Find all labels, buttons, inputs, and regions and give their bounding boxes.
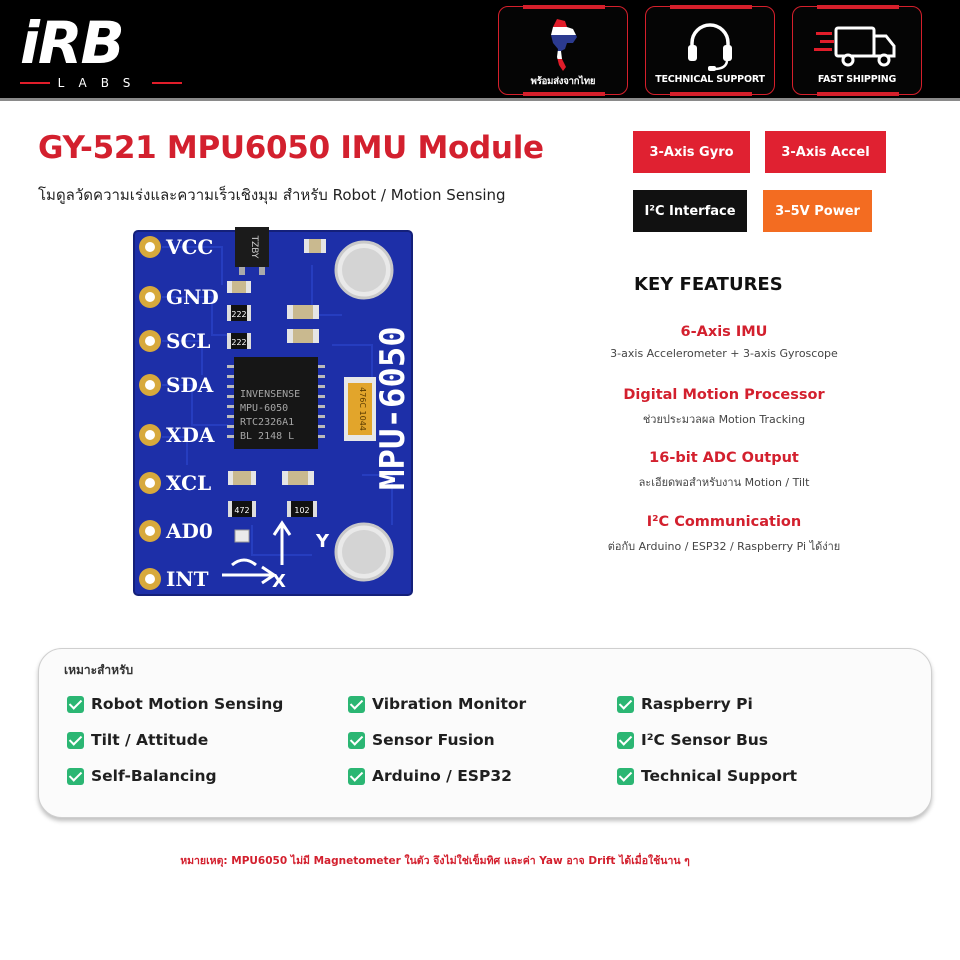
feature-heading: 16-bit ADC Output [649, 450, 799, 466]
badge-accent-bottom [523, 92, 605, 96]
logo-wordmark: iRB [20, 9, 125, 77]
capacitor-marking: 476C 1044 [358, 387, 367, 431]
mpu6050-chip: INVENSENSE MPU-6050 RTC2326A1 BL 2148 L [227, 357, 325, 449]
resistor-code: 472 [234, 506, 249, 515]
use-case-label: Arduino / ESP32 [372, 767, 512, 785]
thailand-map-icon [499, 17, 627, 73]
use-case-label: Robot Motion Sensing [91, 695, 284, 713]
badge-accent-bottom [817, 92, 899, 96]
feature-description: 3-axis Accelerometer + 3-axis Gyroscope [610, 347, 838, 360]
badge-accent-bottom [670, 92, 752, 96]
pin-label-gnd: GND [166, 285, 219, 309]
pin-label-vcc: VCC [165, 235, 213, 259]
use-case-item: Arduino / ESP32 [348, 767, 512, 785]
use-case-label: Sensor Fusion [372, 731, 495, 749]
use-case-item: Raspberry Pi [617, 695, 753, 713]
use-case-item: Tilt / Attitude [67, 731, 208, 749]
checkmark-icon [348, 767, 365, 785]
logo-rule-left [20, 82, 50, 84]
use-case-label: Technical Support [641, 767, 798, 785]
use-case-label: Raspberry Pi [641, 695, 753, 713]
feature-description: ช่วยประมวลผล Motion Tracking [642, 413, 806, 426]
feature-item: 16-bit ADC Output ละเอียดพอสำหรับงาน Mot… [590, 450, 858, 491]
use-case-item: Sensor Fusion [348, 731, 495, 749]
silkscreen-model-label: MPU-6050 [373, 326, 413, 490]
footnote-warning: หมายเหตุ: MPU6050 ไม่มี Magnetometer ในต… [180, 855, 690, 867]
mpu6050-board-image: VCC GND SCL SDA XDA XCL AD0 INT TZBY [132, 225, 414, 597]
badge-fast-shipping: FAST SHIPPING [792, 5, 922, 96]
badge-accent-top [523, 5, 605, 9]
badge-ships-from-thailand: พร้อมส่งจากไทย [498, 5, 628, 96]
suitable-for-heading: เหมาะสำหรับ [64, 663, 134, 677]
use-case-label: I²C Sensor Bus [641, 731, 769, 749]
resistor-code: 222 [231, 310, 246, 319]
resistor-code: 222 [231, 338, 246, 347]
tag-3-axis-gyro: 3-Axis Gyro [633, 131, 750, 173]
feature-item: Digital Motion Processor ช่วยประมวลผล Mo… [590, 387, 858, 428]
checkmark-icon [67, 695, 84, 713]
suitable-for-panel: เหมาะสำหรับ Robot Motion Sensing Vibrati… [38, 648, 932, 818]
pin-pads [139, 236, 161, 590]
checkmark-icon [67, 767, 84, 785]
chip-marking: INVENSENSE [240, 389, 300, 400]
chip-marking: BL 2148 L [240, 431, 294, 442]
badge-accent-top [817, 5, 899, 9]
resistor-code: 102 [294, 506, 309, 515]
checkmark-icon [617, 767, 634, 785]
pin-label-scl: SCL [166, 329, 210, 353]
checkmark-icon [348, 731, 365, 749]
feature-heading: Digital Motion Processor [623, 387, 825, 403]
use-case-item: Robot Motion Sensing [67, 695, 283, 713]
pin-label-int: INT [166, 567, 209, 591]
use-case-item: Self-Balancing [67, 767, 217, 785]
badge-label: พร้อมส่งจากไทย [530, 76, 596, 87]
product-title: GY-521 MPU6050 IMU Module [38, 130, 544, 166]
axis-y-label: Y [315, 531, 330, 552]
feature-heading: I²C Communication [646, 514, 802, 530]
feature-heading: 6-Axis IMU [680, 324, 768, 340]
feature-item: I²C Communication ต่อกับ Arduino / ESP32… [590, 514, 858, 555]
tag-i2c-interface: I²C Interface [633, 190, 747, 232]
product-subtitle: โมดูลวัดความเร่งและความเร็วเชิงมุม สำหรั… [38, 186, 506, 204]
axis-x-label: X [272, 571, 286, 592]
voltage-regulator: TZBY [235, 227, 269, 275]
feature-description: ต่อกับ Arduino / ESP32 / Raspberry Pi ได… [607, 540, 841, 553]
chip-marking: MPU-6050 [240, 403, 288, 414]
checkmark-icon [617, 695, 634, 713]
axis-indicator [222, 520, 292, 585]
tag-3-axis-accel: 3-Axis Accel [765, 131, 886, 173]
pin-label-sda: SDA [166, 373, 214, 397]
badge-technical-support: TECHNICAL SUPPORT [645, 5, 775, 96]
feature-item: 6-Axis IMU 3-axis Accelerometer + 3-axis… [590, 324, 858, 360]
checkmark-icon [67, 731, 84, 749]
use-case-item: I²C Sensor Bus [617, 731, 768, 749]
regulator-marking: TZBY [249, 235, 259, 259]
badge-accent-top [670, 5, 752, 9]
use-case-label: Vibration Monitor [372, 695, 527, 713]
checkmark-icon [617, 731, 634, 749]
tag-power-range: 3–5V Power [763, 190, 872, 232]
use-case-item: Technical Support [617, 767, 797, 785]
use-case-label: Self-Balancing [91, 767, 217, 785]
badge-label: FAST SHIPPING [817, 74, 897, 85]
badge-label: TECHNICAL SUPPORT [655, 74, 765, 85]
headset-icon [646, 17, 774, 73]
checkmark-icon [348, 695, 365, 713]
feature-description: ละเอียดพอสำหรับงาน Motion / Tilt [638, 476, 810, 489]
use-case-label: Tilt / Attitude [91, 731, 209, 749]
tantalum-capacitor: 476C 1044 [344, 377, 376, 441]
chip-marking: RTC2326A1 [240, 417, 294, 428]
logo-rule-right [152, 82, 182, 84]
logo-subtext: LABS [57, 76, 145, 90]
pin-label-xcl: XCL [166, 471, 211, 495]
pin-label-ad0: AD0 [165, 519, 213, 543]
smd-components [227, 239, 326, 543]
key-features-heading: KEY FEATURES [634, 274, 783, 295]
use-case-item: Vibration Monitor [348, 695, 526, 713]
pin-label-xda: XDA [166, 423, 215, 447]
header-bar: iRB LABS พร้อมส่ง [0, 0, 960, 101]
brand-logo[interactable]: iRB LABS [20, 12, 182, 92]
delivery-truck-icon [793, 17, 921, 73]
